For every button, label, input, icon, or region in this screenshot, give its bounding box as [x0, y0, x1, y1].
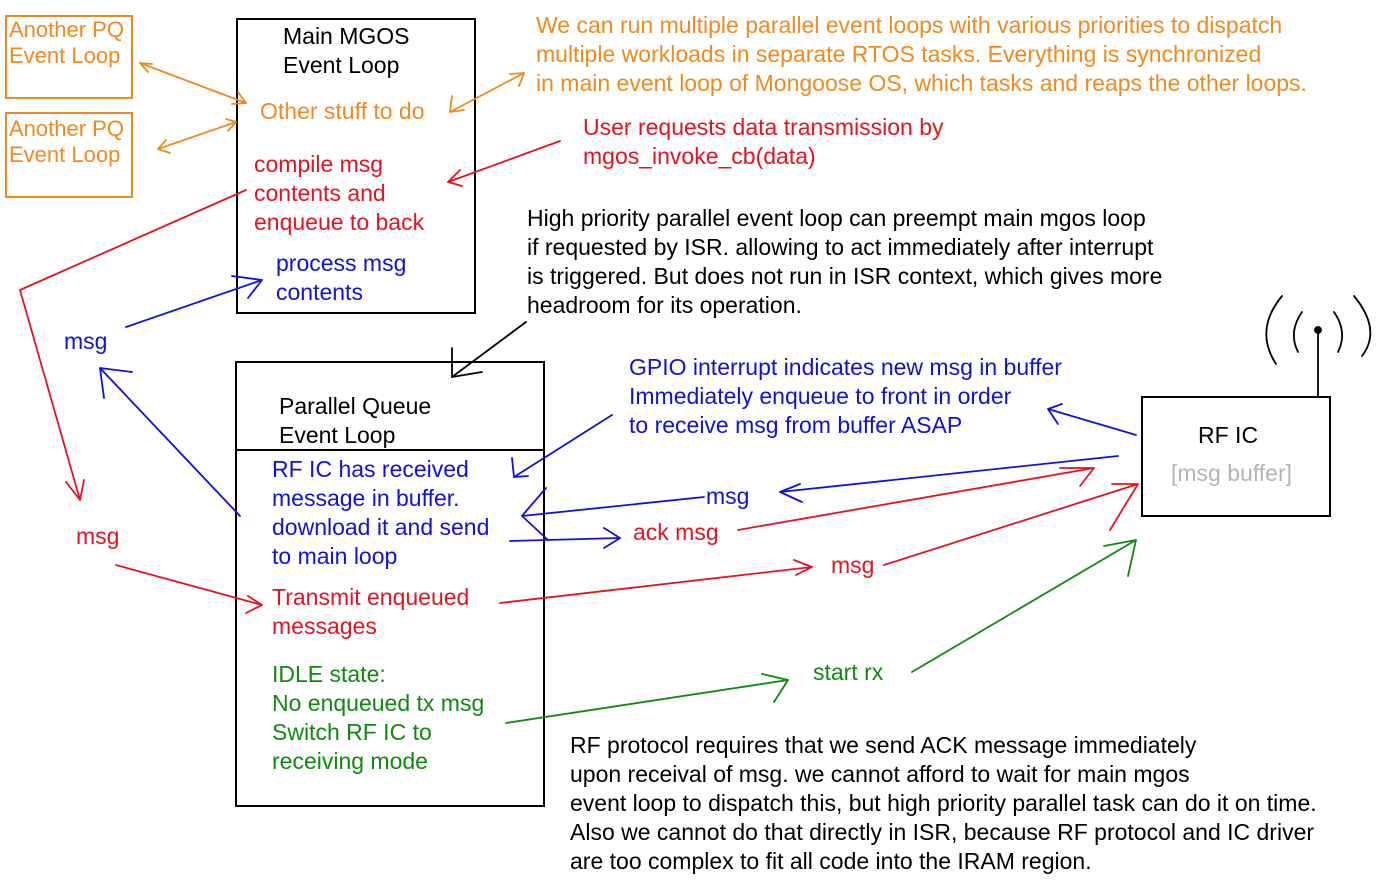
msg-label-blue-mid: msg	[706, 483, 750, 509]
rf-received-label: RF IC has received message in buffer. do…	[272, 456, 490, 569]
arrow-msg-rf-received	[521, 487, 705, 541]
another-pq-box-2	[5, 112, 133, 198]
parallel-loops-note: We can run multiple parallel event loops…	[536, 12, 1307, 96]
transmit-label: Transmit enqueued messages	[272, 584, 470, 639]
arrow-other-note	[449, 72, 525, 113]
msg-label-blue-left: msg	[64, 328, 108, 354]
arrow-idle-startrx	[505, 673, 789, 724]
pq-loop-title: Parallel Queue Event Loop	[279, 393, 432, 448]
antenna-wave-right-inner	[1333, 311, 1344, 353]
arrow-pq1-other	[139, 62, 247, 105]
another-pq-label-2: Another PQ Event Loop	[9, 116, 124, 167]
ack-msg-label: ack msg	[633, 519, 719, 545]
another-pq-label-1: Another PQ Event Loop	[9, 17, 124, 68]
start-rx-label: start rx	[813, 659, 884, 685]
high-priority-note: High priority parallel event loop can pr…	[527, 205, 1163, 318]
arrow-rf-gpio	[1047, 403, 1137, 436]
arrow-msg-process	[125, 275, 263, 328]
antenna-wave-right-outer	[1353, 295, 1372, 357]
main-loop-box	[236, 18, 476, 314]
arrow-pq2-other	[157, 118, 237, 154]
arrow-msg-rf	[883, 483, 1139, 566]
arrow-user-compile	[447, 140, 561, 187]
arrow-rf-msg	[779, 455, 1119, 503]
process-msg-label: process msg contents	[276, 250, 407, 305]
pq-loop-box	[235, 361, 545, 807]
arrow-rf-received-msg	[99, 367, 241, 517]
msg-label-red-mid: msg	[831, 552, 875, 578]
compile-msg-label: compile msg contents and enqueue to back	[254, 151, 425, 235]
pq-loop-divider	[235, 449, 545, 451]
antenna-wave-left-outer	[1265, 295, 1283, 365]
rf-ic-box	[1141, 396, 1331, 517]
arrow-transmit-msg	[499, 559, 813, 604]
idle-state-label: IDLE state: No enqueued tx msg Switch RF…	[272, 661, 485, 774]
arrow-compile-msg	[19, 189, 247, 501]
arrow-hp-note-pq	[451, 321, 527, 378]
another-pq-box-1	[5, 15, 133, 99]
rf-protocol-note: RF protocol requires that we send ACK me…	[570, 732, 1317, 874]
user-request-note: User requests data transmission by mgos_…	[583, 114, 944, 169]
gpio-interrupt-note: GPIO interrupt indicates new msg in buff…	[629, 354, 1062, 438]
main-loop-title: Main MGOS Event Loop	[283, 23, 410, 78]
other-stuff-label: Other stuff to do	[260, 98, 425, 124]
antenna-dot	[1314, 326, 1322, 334]
msg-buffer-label: [msg buffer]	[1171, 460, 1293, 486]
antenna-wave-left-inner	[1292, 311, 1303, 353]
arrow-rf-received-ack	[509, 527, 621, 549]
arrow-startrx-rf	[911, 539, 1137, 673]
arrow-gpio-rf-received	[511, 414, 613, 478]
arrow-msg-transmit	[115, 564, 263, 614]
arrow-ack-rf	[737, 467, 1095, 531]
msg-label-red-left: msg	[76, 523, 120, 549]
rf-ic-title: RF IC	[1198, 422, 1259, 448]
